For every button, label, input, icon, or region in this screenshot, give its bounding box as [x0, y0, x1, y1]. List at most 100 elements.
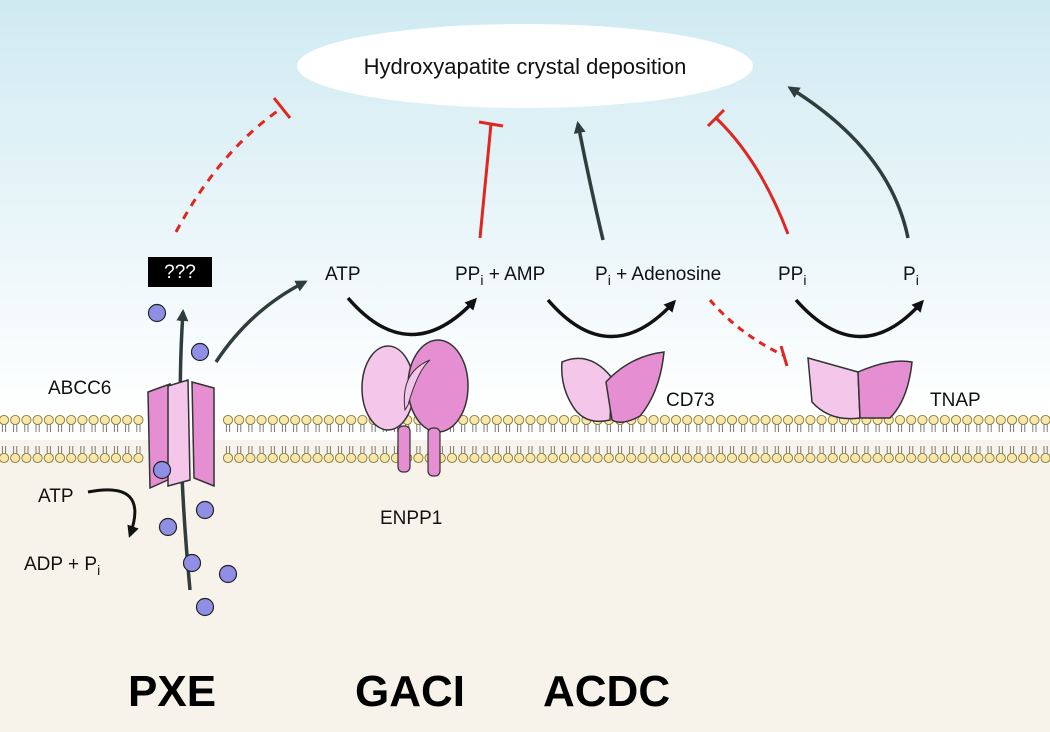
disease-label-gaci: GACI — [355, 667, 465, 716]
lipid-head — [782, 452, 794, 464]
tnap-reaction-arrow — [794, 298, 924, 339]
lipid-head — [43, 414, 54, 426]
lipid-head — [480, 414, 491, 426]
lipid-head — [290, 452, 301, 464]
lipid-head — [301, 452, 312, 464]
lipid-head — [10, 452, 21, 464]
lipid-head — [984, 452, 995, 464]
disease-label-acdc: ACDC — [543, 667, 670, 716]
lipid-head — [794, 452, 805, 464]
lipid-head — [133, 414, 144, 426]
lipid-head — [346, 414, 357, 426]
lipid-head — [0, 452, 10, 464]
lipid-head — [491, 414, 502, 426]
lipid-head — [570, 452, 581, 464]
lipid-head — [525, 414, 536, 426]
lipid-head — [1018, 452, 1029, 464]
ppi-inhibition-bar — [478, 120, 504, 128]
cd73-protein — [560, 351, 665, 423]
lipid-head — [480, 452, 491, 464]
lipid-head — [77, 414, 88, 426]
lipid-head — [738, 414, 749, 426]
lipid-head — [950, 414, 962, 426]
lipid-head — [973, 452, 984, 464]
lipid-head — [368, 452, 379, 464]
lipid-head — [21, 414, 32, 426]
lipid-head — [659, 414, 670, 426]
lipid-head — [1006, 452, 1018, 464]
lipid-head — [267, 414, 278, 426]
lipid-head — [995, 414, 1006, 426]
abcc6-label: ABCC6 — [48, 378, 111, 399]
lipid-head — [99, 452, 110, 464]
lipid-head — [514, 452, 525, 464]
lipid-head — [1040, 452, 1050, 464]
lipid-head — [1018, 414, 1029, 426]
cd73-reaction-arrow — [546, 298, 677, 339]
lipid-head — [525, 452, 536, 464]
lipid-head — [928, 452, 939, 464]
lipid-head — [749, 414, 760, 426]
lipid-head — [21, 452, 32, 464]
lipid-head — [110, 452, 122, 464]
lipid-head — [771, 452, 782, 464]
lipid-head — [536, 414, 547, 426]
intracellular-atp-label: ATP — [38, 486, 74, 507]
lipid-head — [323, 452, 334, 464]
lipid-head — [110, 414, 122, 426]
lipid-head — [469, 414, 480, 426]
lipid-head — [66, 452, 77, 464]
lipid-head — [458, 452, 469, 464]
lipid-head — [256, 414, 267, 426]
lipid-head — [648, 414, 659, 426]
lipid-head — [346, 452, 357, 464]
lipid-head — [939, 414, 950, 426]
lipid-head — [43, 452, 54, 464]
lipid-head — [906, 414, 917, 426]
lipid-head — [10, 414, 21, 426]
adenosine-tnap-inhibition-line — [708, 299, 786, 358]
abcc6-transporter — [147, 378, 215, 490]
lipid-head — [838, 452, 850, 464]
lipid-head — [222, 414, 234, 426]
lipid-head — [502, 414, 514, 426]
lipid-head — [99, 414, 110, 426]
lipid-head — [704, 452, 715, 464]
tnap-label: TNAP — [930, 390, 981, 411]
lipid-head — [245, 414, 256, 426]
lipid-head — [928, 414, 939, 426]
lipid-head — [413, 452, 424, 464]
lipid-head — [715, 452, 726, 464]
tnap-ppi-inhibition-bar — [706, 108, 726, 128]
unknown-inhibition-line — [174, 106, 283, 233]
lipid-head — [334, 414, 346, 426]
lipid-head — [962, 452, 973, 464]
lipid-head — [693, 452, 704, 464]
lipid-head — [301, 414, 312, 426]
tnap-ppi-inhibition-line — [714, 116, 790, 235]
lipid-head — [771, 414, 782, 426]
lipid-head — [872, 452, 883, 464]
lipid-head — [939, 452, 950, 464]
lipid-head — [794, 414, 805, 426]
lipid-head — [816, 414, 827, 426]
lipid-head — [637, 452, 648, 464]
lipid-head — [357, 452, 368, 464]
lipid-head — [278, 414, 290, 426]
disease-label-pxe: PXE — [128, 667, 216, 716]
ci-activation-arrow — [573, 121, 605, 241]
lipid-head — [54, 452, 66, 464]
unknown-factor-box — [148, 257, 212, 287]
ppi-amp-label: PPi + AMP — [455, 264, 545, 288]
lipid-head — [267, 452, 278, 464]
lipid-head — [670, 452, 682, 464]
lipid-head — [670, 414, 682, 426]
lipid-head — [122, 452, 133, 464]
lipid-head — [749, 452, 760, 464]
atp-label: ATP — [325, 264, 361, 285]
ppi-spheres — [147, 303, 238, 617]
lipid-head — [906, 452, 917, 464]
cd73-label: CD73 — [666, 390, 715, 411]
lipid-head — [122, 414, 133, 426]
lipid-head — [502, 452, 514, 464]
